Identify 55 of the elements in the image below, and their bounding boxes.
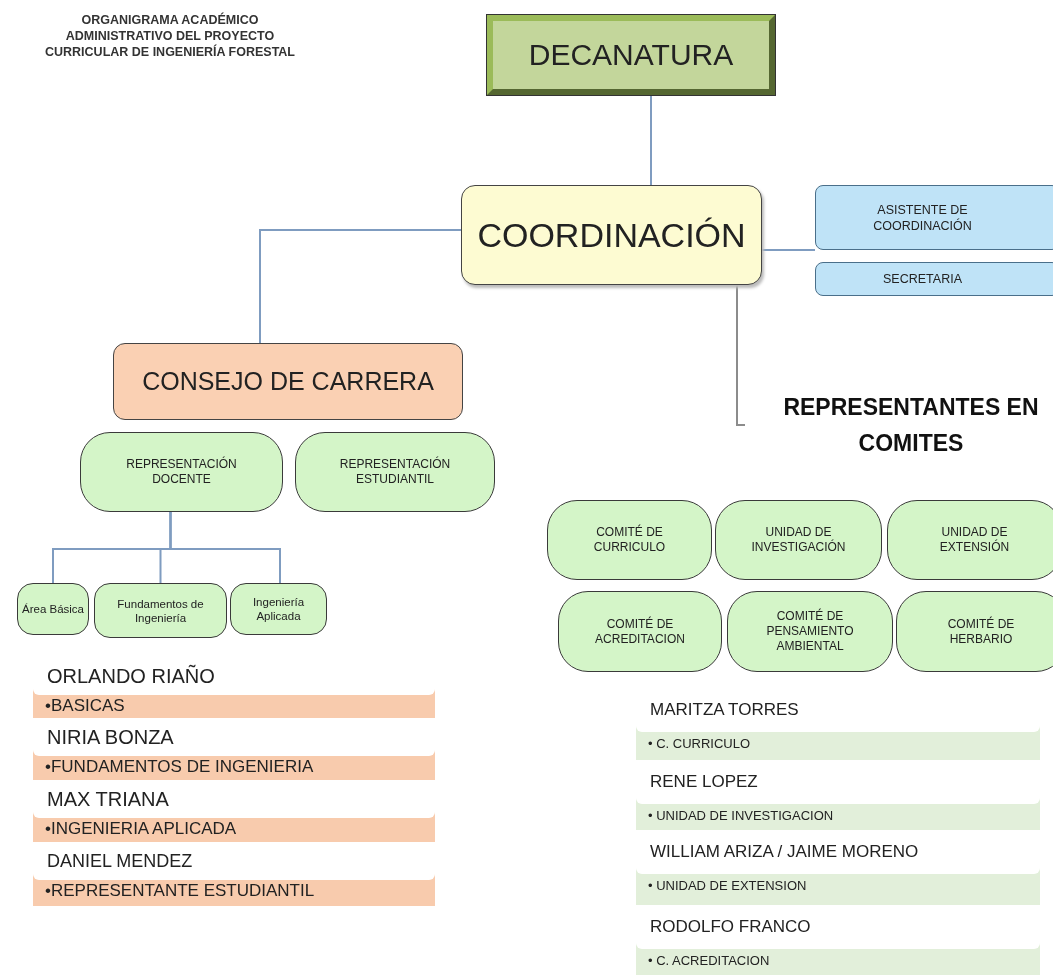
member-name: MAX TRIANA [33,780,435,818]
area-pill [94,583,227,638]
node-label: UNIDAD DE EXTENSIÓN [938,525,1011,555]
area-pill [17,583,89,635]
unit-pill [715,500,882,580]
connector-line [169,511,281,584]
member-name: ORLANDO RIAÑO [33,657,435,695]
node-label: COORDINACIÓN [477,215,746,255]
connector-line [761,249,816,251]
member-role: •FUNDAMENTOS DE INGENIERIA [44,756,315,778]
member-role: • UNIDAD DE EXTENSION [647,877,808,895]
node-label: COMITÉ DE ACREDITACION [594,616,686,647]
node-label: UNIDAD DE INVESTIGACIÓN [750,525,847,555]
connector-line [736,284,746,426]
node-label: REPRESENTACIÓN DOCENTE [125,457,238,487]
node-label: REPRESENTACIÓN ESTUDIANTIL [338,457,452,487]
area-pill [230,583,327,635]
node-label: CONSEJO DE CARRERA [142,367,434,396]
staff-box [815,262,1053,296]
unit-pill [727,591,893,672]
connector-line [650,94,652,186]
connector-line [259,229,462,344]
node-label: REPRESENTANTES EN COMITES [782,393,1040,458]
member-name: NIRIA BONZA [33,718,435,756]
staff-box [815,185,1053,250]
node-label: SECRETARIA [883,271,962,287]
node-label: COMITÉ DE HERBARIO [946,616,1016,647]
council-box [113,343,463,420]
node-label: Fundamentos de Ingeniería [116,596,205,625]
node-label: Ingeniería Aplicada [251,595,306,623]
node-label: COMITÉ DE PENSAMIENTO AMBIENTAL [765,609,855,654]
node-label: Área Básica [22,602,84,616]
node-label: COMITÉ DE CURRICULO [592,525,667,555]
node-label: DECANATURA [528,38,734,72]
member-role: • C. ACREDITACION [647,952,771,970]
member-role: • C. CURRICULO [647,735,752,753]
member-role: • UNIDAD DE INVESTIGACION [647,807,835,825]
member-name: MARITZA TORRES [636,688,1040,732]
chart-title: ORGANIGRAMA ACADÉMICO ADMINISTRATIVO DEL PROYECTO CURRICULAR DE INGENIERÍA FORESTAL [45,12,295,60]
member-name: DANIEL MENDEZ [33,842,435,880]
member-name: WILLIAM ARIZA / JAIME MORENO [636,830,1040,874]
unit-pill [80,432,283,512]
unit-pill [558,591,722,672]
node-label: ASISTENTE DE COORDINACIÓN [872,201,973,234]
unit-pill [295,432,495,512]
coordination-box [461,185,762,285]
title-box [487,15,775,95]
unit-pill [547,500,712,580]
member-role: •INGENIERIA APLICADA [44,818,238,840]
member-name: RODOLFO FRANCO [636,905,1040,949]
member-name: RENE LOPEZ [636,760,1040,804]
unit-pill [896,591,1053,672]
member-role: •BASICAS [44,695,126,717]
unit-pill [887,500,1053,580]
member-role: •REPRESENTANTE ESTUDIANTIL [44,880,316,902]
